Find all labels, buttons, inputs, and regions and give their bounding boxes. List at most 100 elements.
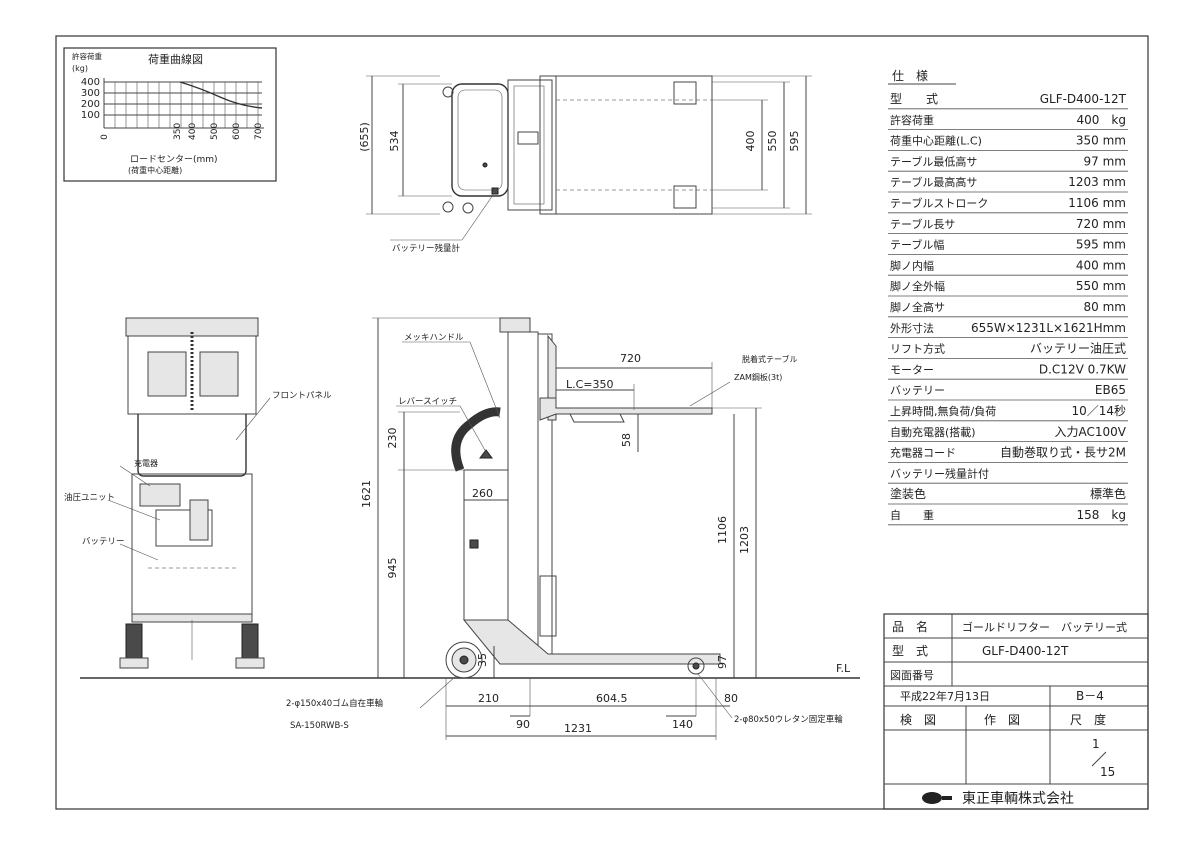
spec-value: 自動巻取り式・長サ2M (1000, 446, 1126, 460)
spec-key: テーブル幅 (890, 238, 944, 252)
side-caster-front (445, 641, 483, 679)
side-table (539, 397, 713, 421)
load-chart-xtick: 400 (188, 123, 198, 140)
spec-value: 80 mm (1084, 300, 1126, 314)
side-view: F.L 1621 945 230 260 (80, 317, 860, 740)
load-chart-xtick: 0 (100, 134, 110, 140)
spec-key: バッテリー (890, 384, 945, 397)
front-handle (137, 414, 247, 477)
label-fl: F.L (836, 662, 851, 675)
load-curve (179, 81, 263, 109)
dim-1621: 1621 (360, 480, 373, 508)
dim-35: 35 (476, 653, 489, 667)
spec-key: 許容荷重 (890, 113, 934, 127)
spec-key: モーター (890, 363, 934, 376)
spec-value: EB65 (1095, 383, 1126, 397)
spec-key: テーブル最低高サ (890, 154, 977, 168)
title-scale-num: 1 (1092, 737, 1100, 751)
title-name-label: 品 名 (892, 619, 928, 634)
dim-210: 210 (478, 692, 499, 705)
dim-260: 260 (472, 487, 493, 500)
dim-58: 58 (620, 433, 633, 447)
dim-97: 97 (716, 655, 729, 669)
spec-value: D.C12V 0.7KW (1039, 362, 1126, 376)
top-table (555, 75, 713, 215)
dim-595: 595 (788, 131, 801, 152)
label-zam-plate: ZAM鋼板(3t) (734, 372, 782, 382)
spec-value: 158 kg (1077, 508, 1126, 522)
company-logo-icon (922, 792, 952, 804)
dim-604-5: 604.5 (596, 692, 628, 705)
load-chart-title: 荷重曲線図 (148, 52, 203, 66)
spec-value: 550 mm (1076, 279, 1126, 293)
load-chart-ylabel: 許容荷重 (72, 51, 102, 61)
side-mast (507, 331, 539, 663)
title-scale-den: 15 (1100, 765, 1115, 779)
spec-value: 10／14秒 (1071, 404, 1126, 418)
load-chart: 荷重曲線図 許容荷重 (kg) 400 300 (63, 47, 277, 182)
spec-key: 塗装色 (890, 486, 926, 501)
spec-key: 自動充電器(搭載) (890, 425, 976, 439)
top-view: (655) 534 400 550 595 バッテリー残量計 (358, 75, 812, 254)
dim-1231: 1231 (564, 722, 592, 735)
load-chart-grid (104, 81, 262, 128)
title-date: 平成22年7月13日 (900, 689, 990, 703)
load-chart-frame (63, 47, 277, 182)
spec-value: バッテリー油圧式 (1030, 342, 1126, 356)
spec-key: 型 式 (890, 92, 938, 106)
spec-key: 脚ノ全高サ (890, 300, 945, 314)
title-check-label: 検 図 (900, 713, 936, 727)
spec-key: 脚ノ全外幅 (890, 279, 945, 293)
load-chart-xtick: 500 (210, 123, 220, 140)
dim-90: 90 (516, 718, 530, 731)
load-chart-xlabel-sub: (荷重中心距離) (128, 165, 182, 175)
load-chart-xtick: 700 (254, 123, 264, 140)
load-chart-xlabel: ロードセンター(mm) (130, 154, 218, 165)
spec-value: 97 mm (1084, 154, 1126, 168)
spec-value: 1203 mm (1068, 175, 1126, 189)
spec-key: 上昇時間,無負荷/負荷 (890, 404, 996, 418)
spec-value: 400 mm (1076, 258, 1126, 272)
label-removable-table: 脱着式テーブル (742, 354, 798, 364)
load-chart-ytick: 100 (81, 110, 100, 121)
title-drawing-no-label: 図面番号 (890, 669, 934, 682)
load-chart-xtick: 600 (232, 123, 242, 140)
dim-655: (655) (358, 122, 371, 152)
spec-value: 720 mm (1076, 217, 1126, 231)
label-lever-switch: レバースイッチ (398, 397, 457, 407)
spec-value: 595 mm (1076, 238, 1126, 252)
spec-value: 入力AC100V (1055, 425, 1127, 439)
spec-value: 350 mm (1076, 134, 1126, 148)
title-model-value: GLF-D400-12T (982, 644, 1069, 658)
spec-key: テーブル長サ (890, 217, 955, 231)
label-front-panel: フロントパネル (272, 391, 332, 401)
title-scale-label: 尺 度 (1070, 712, 1106, 727)
label-wheel-rear: 2-φ80x50ウレタン固定車輪 (734, 714, 843, 725)
spec-key: 外形寸法 (890, 321, 934, 335)
side-handle (451, 407, 501, 472)
dim-1203: 1203 (738, 526, 751, 554)
label-charger: 充電器 (134, 458, 158, 468)
label-caster-front-model: SA-150RWB-S (290, 721, 349, 731)
dim-140: 140 (672, 718, 693, 731)
load-chart-ytick: 300 (81, 88, 100, 99)
spec-key: 充電器コード (890, 446, 956, 460)
front-view: 充電器 油圧ユニット バッテリー フロントパネル (64, 317, 332, 669)
label-plated-handle: メッキハンドル (404, 333, 464, 343)
dim-720: 720 (620, 352, 641, 365)
load-chart-ytick: 400 (81, 77, 100, 88)
side-base (462, 619, 721, 665)
title-name-value: ゴールドリフター バッテリー式 (962, 620, 1127, 634)
spec-value: GLF-D400-12T (1040, 92, 1127, 106)
side-wheel-rear (687, 657, 705, 675)
title-model-label: 型 式 (892, 644, 928, 658)
spec-key: 荷重中心距離(L.C) (890, 134, 982, 148)
dim-80: 80 (724, 692, 738, 705)
spec-value: 1106 mm (1068, 196, 1126, 210)
label-battery-gauge: バッテリー残量計 (392, 243, 461, 254)
spec-value: 標準色 (1090, 486, 1126, 501)
load-chart-ytick: 200 (81, 99, 100, 110)
